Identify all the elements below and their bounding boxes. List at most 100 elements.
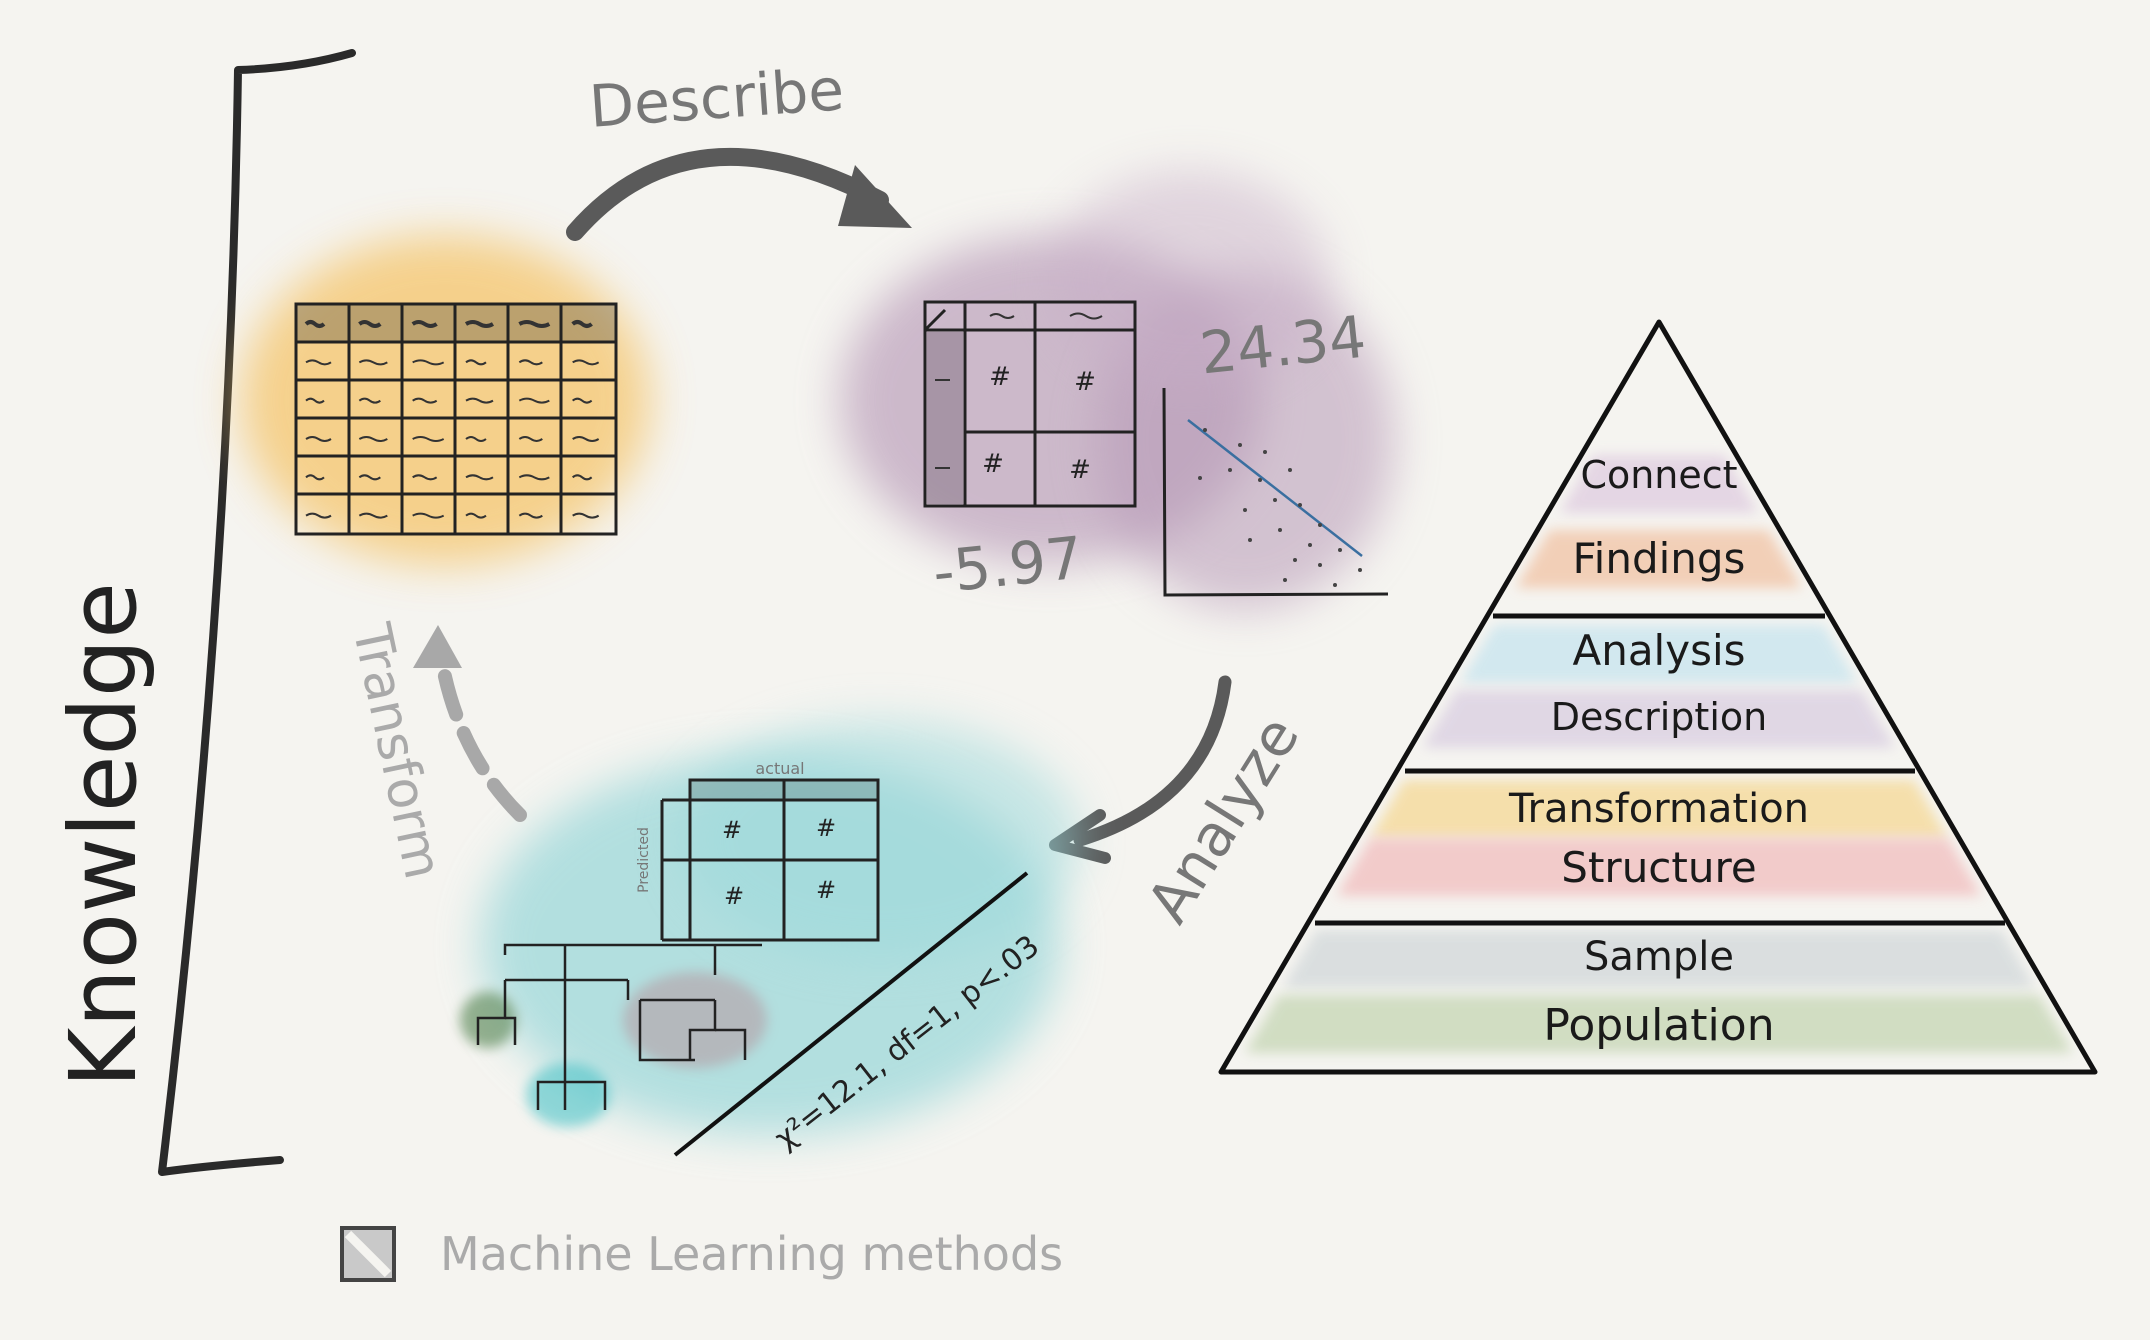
cell-squiggle	[518, 320, 551, 328]
summary-table	[923, 300, 1137, 508]
scatter-point	[1258, 478, 1262, 482]
cell-squiggle	[572, 435, 600, 442]
cell-squiggle	[572, 397, 593, 404]
scatter-point	[1293, 558, 1297, 562]
pyramid-label-structure: Structure	[1561, 843, 1756, 892]
cell-squiggle	[305, 435, 332, 442]
scatter-point	[1298, 503, 1302, 507]
raw-data-squiggles	[304, 320, 600, 519]
ml-legend-swatch-icon	[340, 1226, 396, 1282]
cell-squiggle	[518, 397, 550, 404]
cell-squiggle	[305, 359, 332, 366]
raw-data-cluster	[240, 235, 650, 565]
scatter-point	[1358, 568, 1362, 572]
summary-table-shade	[927, 332, 963, 504]
scatter-point	[1278, 528, 1282, 532]
pyramid-band-findings	[1516, 530, 1802, 588]
descriptive-cluster: # # # # 24.34 -5.97	[840, 170, 1395, 610]
raw-data-table	[294, 302, 618, 536]
ml-cluster: actual Predicted # # # # χ²=12.1, df=1, …	[460, 720, 1080, 1157]
cell-squiggle	[411, 320, 438, 328]
pyramid-band-transformation	[1370, 780, 1948, 838]
pyramid-label-transformation: Transformation	[1508, 786, 1809, 832]
scatter-point	[1238, 443, 1242, 447]
summary-header-squiggle-1	[989, 313, 1015, 319]
cell-squiggle	[518, 512, 543, 519]
scatter-plot	[1162, 387, 1389, 597]
pyramid-label-description: Description	[1551, 695, 1767, 739]
cell-squiggle	[304, 320, 326, 328]
confusion-top-label: actual	[755, 759, 804, 778]
scatter-point	[1198, 476, 1202, 480]
cell-squiggle	[518, 435, 543, 442]
cell-squiggle	[465, 397, 494, 404]
cell-squiggle	[465, 512, 487, 519]
cell-squiggle	[358, 474, 381, 481]
analyze-label: Analyze	[1134, 704, 1313, 934]
pyramid-band-structure	[1336, 838, 1982, 896]
confusion-cell-2: #	[816, 814, 836, 842]
confusion-matrix	[660, 778, 880, 942]
pyramid-band-sample	[1282, 930, 2036, 988]
cell-squiggle	[358, 359, 388, 366]
cell-squiggle	[572, 512, 600, 519]
descriptive-value-bottom: -5.97	[930, 523, 1086, 606]
pyramid-label-analysis: Analysis	[1572, 626, 1745, 675]
pyramid-label-findings: Findings	[1573, 534, 1746, 583]
cell-squiggle	[412, 435, 445, 442]
scatter-points	[1198, 428, 1362, 587]
confusion-cell-3: #	[724, 882, 744, 910]
cell-squiggle	[518, 474, 550, 481]
regression-line	[1187, 419, 1363, 557]
ml-shade-grey	[623, 972, 767, 1068]
cell-squiggle	[305, 397, 325, 404]
scatter-point	[1333, 583, 1337, 587]
pyramid-label-population: Population	[1543, 1000, 1774, 1051]
scatter-point	[1288, 468, 1292, 472]
ml-legend-label: Machine Learning methods	[440, 1227, 1063, 1281]
summary-cell-2: #	[1074, 367, 1096, 397]
knowledge-pyramid: ConnectFindingsAnalysisDescriptionTransf…	[1218, 319, 2098, 1075]
raw-data-wash	[240, 235, 650, 565]
scatter-point	[1283, 578, 1287, 582]
confusion-side-label: Predicted	[636, 827, 652, 893]
cell-squiggle	[358, 512, 388, 519]
cell-squiggle	[358, 320, 382, 328]
cell-squiggle	[572, 359, 600, 366]
pyramid-band-connect	[1559, 455, 1759, 513]
summary-cell-4: #	[1069, 455, 1091, 485]
knowledge-label: Knowledge	[50, 582, 157, 1088]
cell-squiggle	[412, 397, 438, 404]
cell-squiggle	[465, 474, 494, 481]
pyramid-outline	[1218, 319, 2098, 1075]
cell-squiggle	[412, 359, 445, 366]
scatter-point	[1203, 428, 1207, 432]
pyramid-band-analysis	[1460, 625, 1858, 683]
scatter-point	[1273, 498, 1277, 502]
cell-squiggle	[572, 474, 593, 481]
ml-shade-green	[460, 992, 516, 1048]
ml-shade-teal	[526, 1063, 610, 1127]
cell-squiggle	[465, 435, 487, 442]
scatter-point	[1263, 450, 1267, 454]
describe-arrow	[566, 147, 912, 241]
cell-squiggle	[358, 435, 388, 442]
dendrogram	[476, 943, 762, 1110]
confusion-cell-4: #	[816, 876, 836, 904]
stat-divider	[673, 871, 1029, 1157]
scatter-point	[1228, 468, 1232, 472]
cell-squiggle	[305, 474, 325, 481]
scatter-point	[1243, 508, 1247, 512]
describe-label: Describe	[587, 55, 846, 141]
scatter-point	[1318, 563, 1322, 567]
cell-squiggle	[358, 397, 381, 404]
cell-squiggle	[571, 320, 593, 328]
cell-squiggle	[412, 474, 438, 481]
cell-squiggle	[464, 320, 495, 328]
knowledge-bracket	[158, 49, 356, 1176]
pyramid-label-connect: Connect	[1580, 453, 1737, 497]
cell-squiggle	[518, 359, 543, 366]
transform-arrow	[413, 625, 527, 822]
ml-legend: Machine Learning methods	[340, 1226, 1063, 1282]
pyramid-band-population	[1245, 995, 2073, 1053]
